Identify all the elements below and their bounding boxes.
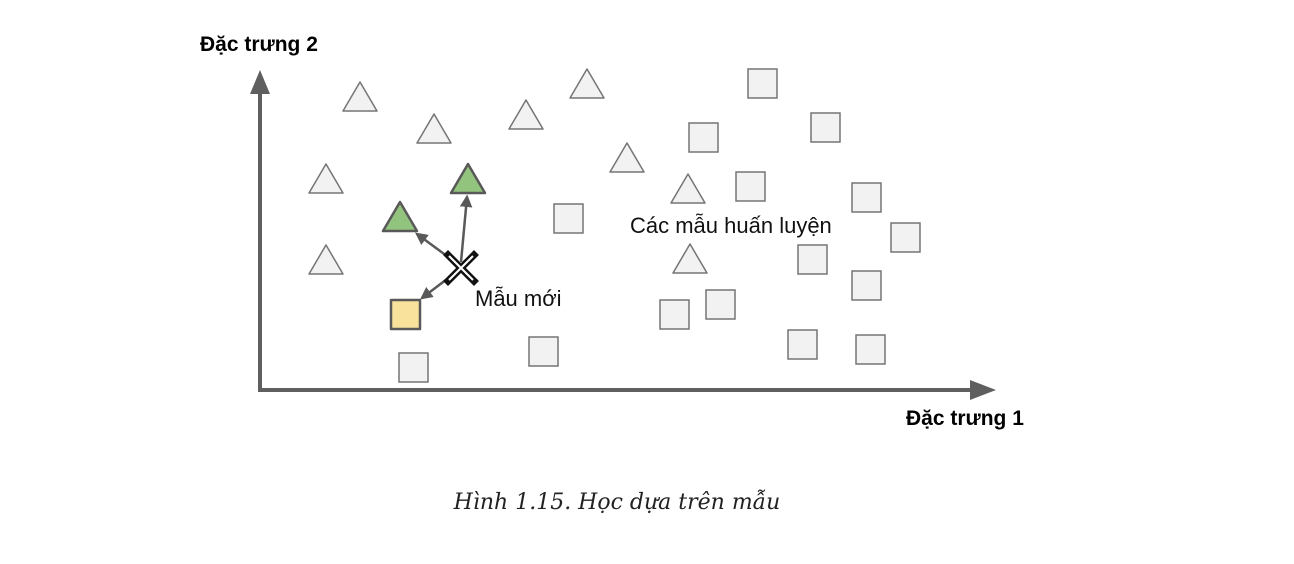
square-sample bbox=[688, 122, 719, 153]
training-triangles bbox=[308, 68, 708, 275]
square-sample bbox=[855, 334, 886, 365]
square-sample bbox=[735, 171, 766, 202]
new-sample-marker bbox=[443, 250, 479, 286]
neighbor-triangle bbox=[449, 162, 487, 195]
figure-caption: Hình 1.15. Học dựa trên mẫu bbox=[453, 490, 781, 515]
new-sample-label: Mẫu mới bbox=[475, 286, 562, 311]
neighbor-square bbox=[389, 298, 422, 331]
training-samples-label: Các mẫu huấn luyện bbox=[630, 213, 832, 238]
triangle-sample bbox=[672, 243, 708, 274]
x-axis-label: Đặc trưng 1 bbox=[906, 407, 1024, 430]
square-sample bbox=[553, 203, 584, 234]
triangle-sample bbox=[308, 163, 344, 194]
triangle-sample bbox=[508, 99, 544, 130]
square-sample bbox=[659, 299, 690, 330]
triangle-sample bbox=[670, 173, 706, 204]
square-sample bbox=[398, 352, 429, 383]
square-sample bbox=[851, 270, 882, 301]
x-axis-arrowhead bbox=[970, 380, 996, 400]
triangle-sample bbox=[416, 113, 452, 144]
square-sample bbox=[705, 289, 736, 320]
square-sample bbox=[747, 68, 778, 99]
triangle-sample bbox=[308, 244, 344, 275]
square-sample bbox=[787, 329, 818, 360]
triangle-sample bbox=[342, 81, 378, 112]
neighbor-arrows bbox=[414, 194, 473, 300]
arrow-to-triangle-top bbox=[459, 194, 473, 263]
nearest-neighbors bbox=[381, 162, 487, 331]
square-sample bbox=[810, 112, 841, 143]
triangle-sample bbox=[609, 142, 645, 173]
y-axis-label: Đặc trưng 2 bbox=[200, 33, 318, 56]
training-squares bbox=[398, 68, 921, 383]
neighbor-triangle bbox=[381, 200, 419, 233]
square-sample bbox=[528, 336, 559, 367]
square-sample bbox=[851, 182, 882, 213]
square-sample bbox=[797, 244, 828, 275]
square-sample bbox=[890, 222, 921, 253]
y-axis-arrowhead bbox=[250, 70, 270, 94]
axes bbox=[250, 70, 996, 400]
triangle-sample bbox=[569, 68, 605, 99]
